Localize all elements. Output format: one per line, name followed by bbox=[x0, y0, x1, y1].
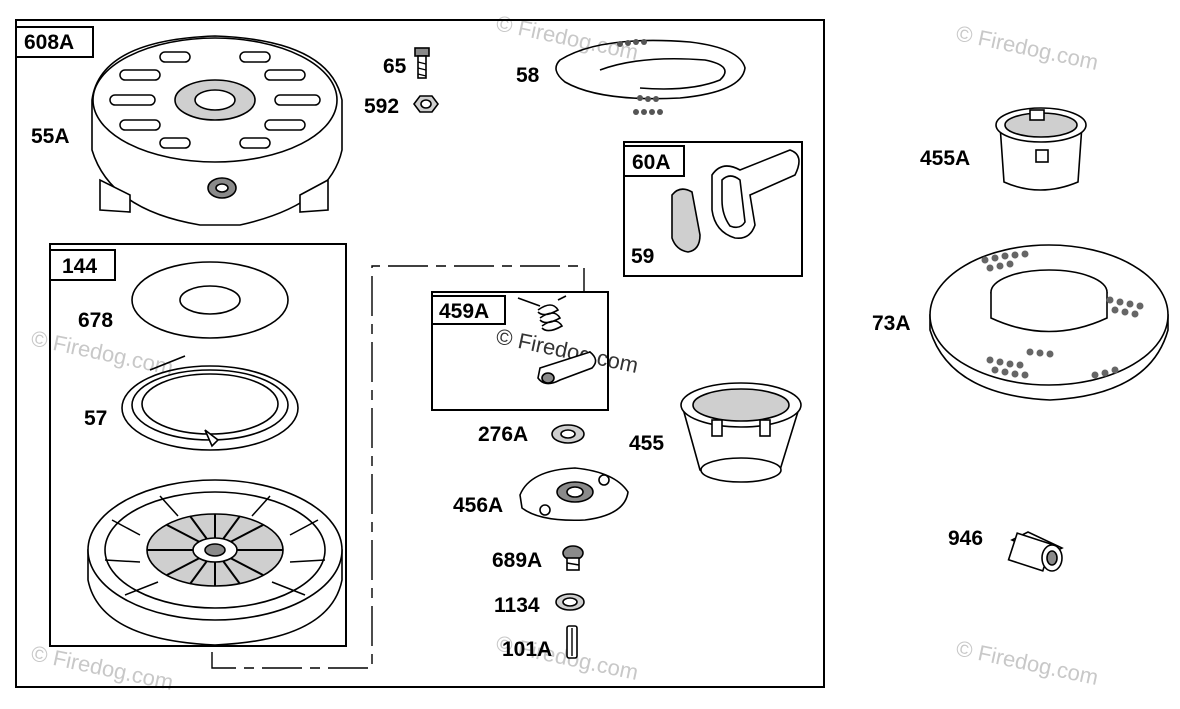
part-label-678: 678 bbox=[78, 309, 113, 332]
pulley-part bbox=[87, 479, 343, 646]
spacer-946-part bbox=[1007, 531, 1064, 572]
screw-689a-part bbox=[562, 545, 584, 571]
pin-part bbox=[566, 625, 578, 659]
washer-276a-part bbox=[551, 424, 585, 444]
watermark-bottom-right: © Firedog.com bbox=[954, 635, 1101, 690]
starter-rope-part bbox=[555, 39, 746, 115]
part-label-58: 58 bbox=[516, 64, 540, 87]
part-label-455: 455 bbox=[629, 432, 664, 455]
part-label-101a: 101A bbox=[502, 638, 552, 661]
main-assembly-frame bbox=[15, 19, 825, 688]
part-label-57: 57 bbox=[84, 407, 107, 430]
pawl-kit-frame bbox=[431, 291, 609, 411]
pawl-kit-label: 459A bbox=[439, 300, 489, 323]
part-label-55a: 55A bbox=[31, 125, 70, 148]
rotating-screen-part bbox=[929, 244, 1169, 401]
pawl-part bbox=[537, 351, 597, 385]
starter-pulley-frame bbox=[49, 243, 347, 647]
main-assembly-label: 608A bbox=[24, 31, 74, 54]
part-label-456a: 456A bbox=[453, 494, 503, 517]
part-label-592: 592 bbox=[364, 95, 399, 118]
starter-cup-part bbox=[680, 382, 802, 483]
watermark-top-right: © Firedog.com bbox=[954, 20, 1101, 75]
washer-1134-part bbox=[555, 593, 585, 611]
part-label-1134: 1134 bbox=[494, 594, 540, 617]
starter-handle-part bbox=[671, 149, 800, 253]
part-label-276a: 276A bbox=[478, 423, 528, 446]
part-label-65: 65 bbox=[383, 55, 407, 78]
pawl-spring-part bbox=[517, 295, 567, 332]
part-label-59: 59 bbox=[631, 245, 654, 268]
connector-lines bbox=[211, 265, 585, 669]
main-assembly-label-box bbox=[15, 26, 94, 58]
part-label-946: 946 bbox=[948, 527, 983, 550]
handle-kit-label-box bbox=[623, 145, 685, 177]
blower-housing-part bbox=[91, 35, 343, 226]
retainer-plate-part bbox=[519, 467, 629, 522]
nut-part bbox=[413, 95, 439, 113]
starter-cup-455a-part bbox=[995, 107, 1087, 191]
washer-678-part bbox=[131, 261, 289, 339]
pawl-kit-label-box bbox=[431, 295, 506, 325]
handle-kit-label: 60A bbox=[632, 151, 671, 174]
handle-kit-frame bbox=[623, 141, 803, 277]
part-label-73a: 73A bbox=[872, 312, 911, 335]
part-label-689a: 689A bbox=[492, 549, 542, 572]
starter-pulley-label-box bbox=[49, 249, 116, 281]
part-label-455a: 455A bbox=[920, 147, 970, 170]
screw-part bbox=[414, 47, 430, 79]
starter-pulley-label: 144 bbox=[62, 255, 97, 278]
rewind-spring-part bbox=[121, 355, 299, 451]
